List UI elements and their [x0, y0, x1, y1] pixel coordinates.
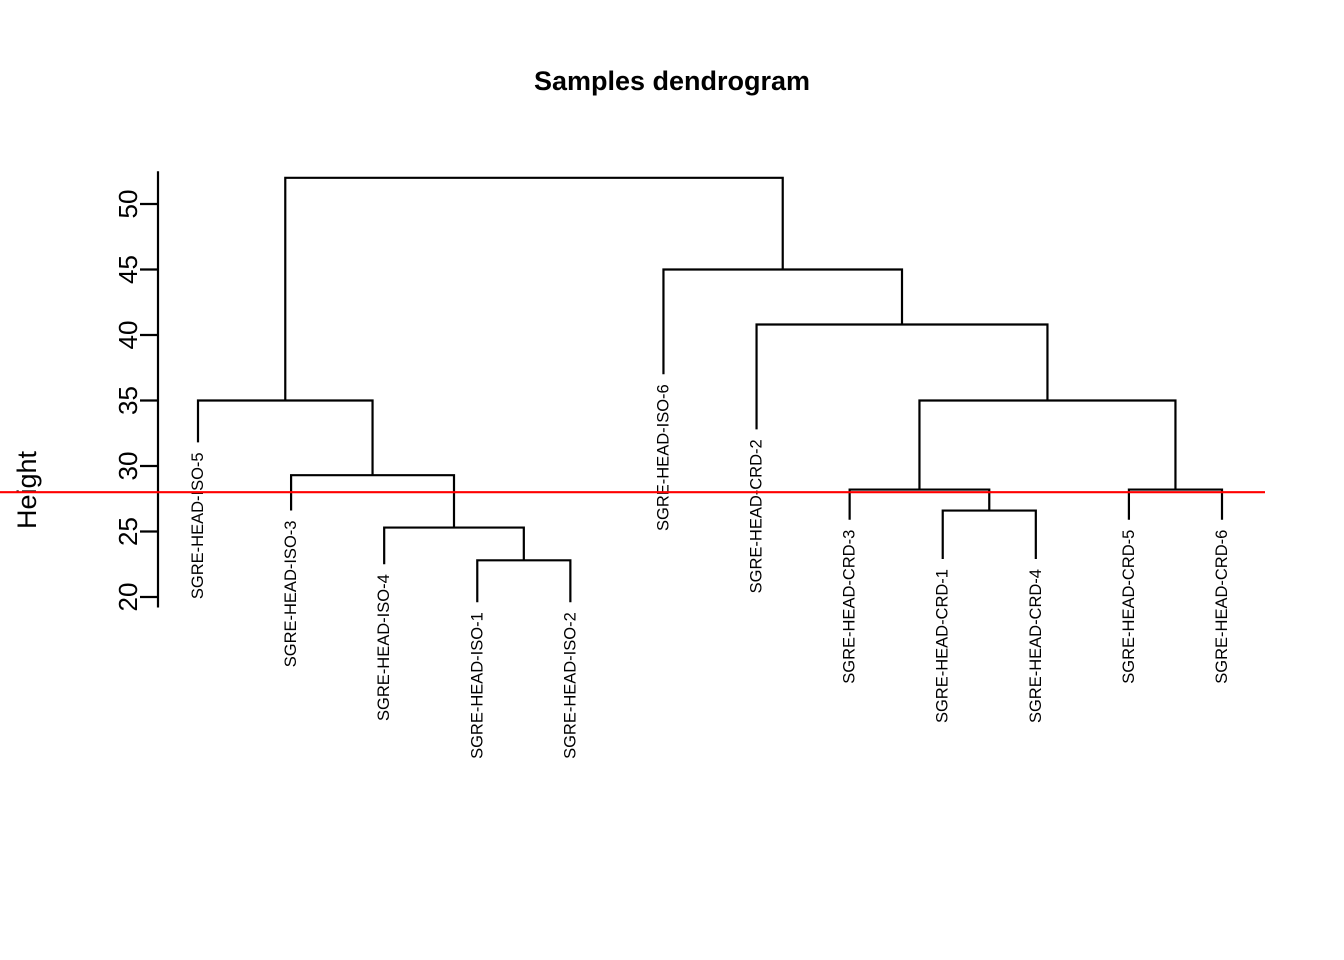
leaf-label: SGRE-HEAD-ISO-2 [561, 612, 579, 759]
y-axis-tick-label: 20 [113, 583, 143, 612]
y-axis-tick-label: 45 [113, 255, 143, 284]
leaf-label: SGRE-HEAD-ISO-4 [375, 574, 393, 721]
y-axis-tick-label: 50 [113, 190, 143, 219]
y-axis: 20 25 30 35 40 45 50 [113, 171, 160, 612]
leaf-label: SGRE-HEAD-ISO-3 [282, 521, 300, 668]
leaf-label: SGRE-HEAD-CRD-6 [1213, 530, 1231, 684]
leaf-label: SGRE-HEAD-ISO-5 [189, 452, 207, 599]
y-axis-tick-label: 35 [113, 386, 143, 415]
leaf-label: SGRE-HEAD-CRD-5 [1120, 530, 1138, 684]
y-axis-label: Height [12, 450, 42, 529]
leaf-label: SGRE-HEAD-ISO-1 [468, 612, 486, 759]
y-axis-tick-label: 40 [113, 321, 143, 350]
page-title: Samples dendrogram [534, 66, 810, 96]
leaf-label: SGRE-HEAD-CRD-4 [1027, 569, 1045, 723]
y-axis-tick-label: 30 [113, 452, 143, 481]
leaf-label: SGRE-HEAD-ISO-6 [654, 384, 672, 531]
leaf-label: SGRE-HEAD-CRD-2 [748, 439, 766, 593]
leaf-label: SGRE-HEAD-CRD-1 [934, 569, 952, 723]
dendrogram-links [196, 176, 1224, 603]
dendrogram-link [284, 176, 784, 401]
leaf-label: SGRE-HEAD-CRD-3 [841, 530, 859, 684]
y-axis-tick-label: 25 [113, 517, 143, 546]
